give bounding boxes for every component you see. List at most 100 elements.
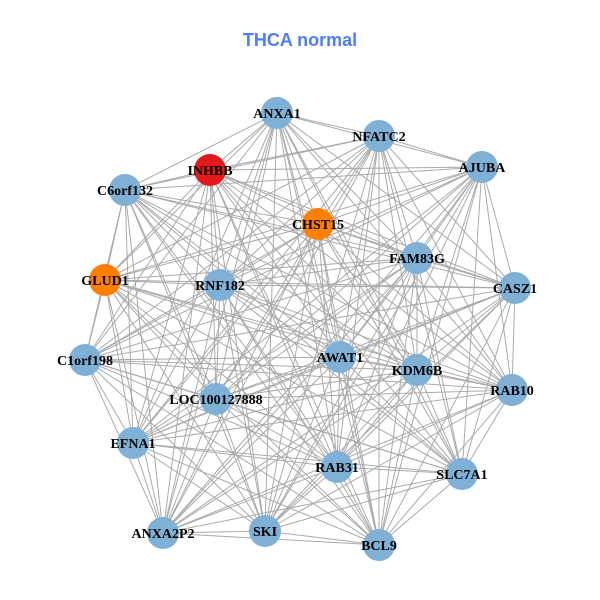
node-EFNA1[interactable]: EFNA1 — [110, 427, 156, 459]
node-SKI[interactable]: SKI — [249, 515, 281, 547]
node-circle[interactable] — [324, 341, 356, 373]
edge-RNF182-AWAT1 — [219, 284, 341, 358]
node-circle[interactable] — [446, 458, 478, 490]
edge-C6orf132-RAB10 — [124, 189, 513, 391]
node-circle[interactable] — [117, 427, 149, 459]
node-AWAT1[interactable]: AWAT1 — [317, 341, 363, 373]
edge-C1orf198-RAB10 — [84, 359, 513, 391]
edge-C6orf132-FAM83G — [124, 189, 418, 259]
edge-SLC7A1-SKI — [264, 473, 463, 532]
node-circle[interactable] — [363, 120, 395, 152]
edge-FAM83G-SLC7A1 — [416, 257, 463, 475]
node-LOC100127888[interactable]: LOC100127888 — [169, 383, 263, 415]
edge-GLUD1-RAB10 — [104, 279, 513, 391]
edge-INHBB-GLUD1 — [104, 169, 211, 281]
edge-C6orf132-RAB31 — [124, 189, 338, 468]
edge-LOC100127888-SKI — [215, 398, 266, 532]
edge-KDM6B-SKI — [264, 369, 418, 532]
node-BCL9[interactable]: BCL9 — [361, 529, 397, 561]
edge-INHBB-CASZ1 — [209, 169, 516, 289]
node-circle[interactable] — [363, 529, 395, 561]
node-FAM83G[interactable]: FAM83G — [389, 242, 445, 274]
node-circle[interactable] — [109, 174, 141, 206]
node-circle[interactable] — [401, 354, 433, 386]
node-INHBB[interactable]: INHBB — [187, 154, 233, 186]
edge-ANXA1-BCL9 — [276, 112, 380, 546]
edge-EFNA1-SKI — [132, 442, 266, 532]
node-RAB10[interactable]: RAB10 — [490, 374, 534, 406]
edge-GLUD1-CASZ1 — [104, 279, 516, 289]
node-C1orf198[interactable]: C1orf198 — [57, 344, 113, 376]
node-label: CASZ1 — [493, 282, 537, 297]
edge-C6orf132-EFNA1 — [124, 189, 134, 444]
edge-AJUBA-INHBB — [209, 166, 483, 171]
node-circle[interactable] — [194, 154, 226, 186]
node-CHST15[interactable]: CHST15 — [292, 208, 344, 240]
node-C6orf132[interactable]: C6orf132 — [97, 174, 153, 206]
node-circle[interactable] — [249, 515, 281, 547]
edge-INHBB-CHST15 — [209, 169, 319, 225]
edge-FAM83G-LOC100127888 — [215, 257, 418, 400]
edge-NFATC2-RAB31 — [336, 135, 380, 468]
edge-ANXA1-GLUD1 — [104, 112, 278, 281]
edge-NFATC2-C6orf132 — [124, 135, 380, 191]
edge-NFATC2-AWAT1 — [339, 135, 380, 358]
edge-C6orf132-LOC100127888 — [124, 189, 217, 400]
edge-NFATC2-CHST15 — [317, 135, 380, 225]
node-circle[interactable] — [147, 517, 179, 549]
node-SLC7A1[interactable]: SLC7A1 — [436, 458, 488, 490]
node-ANXA1[interactable]: ANXA1 — [253, 97, 301, 129]
node-circle[interactable] — [321, 451, 353, 483]
edge-ANXA2P2-SKI — [162, 530, 266, 534]
node-circle[interactable] — [200, 383, 232, 415]
edge-ANXA1-SKI — [264, 112, 278, 532]
edge-ANXA1-EFNA1 — [132, 112, 278, 444]
edge-GLUD1-BCL9 — [104, 279, 380, 546]
node-circle[interactable] — [302, 208, 334, 240]
node-circle[interactable] — [496, 374, 528, 406]
edge-CHST15-BCL9 — [317, 223, 380, 546]
edge-CHST15-GLUD1 — [104, 223, 319, 281]
node-CASZ1[interactable]: CASZ1 — [493, 272, 537, 304]
node-circle[interactable] — [466, 151, 498, 183]
node-label: RNF182 — [195, 279, 245, 294]
edge-AJUBA-SLC7A1 — [461, 166, 483, 475]
node-circle[interactable] — [401, 242, 433, 274]
edge-RAB10-RAB31 — [336, 389, 513, 468]
node-label: EFNA1 — [110, 437, 155, 452]
edge-RNF182-C1orf198 — [84, 284, 221, 361]
node-circle[interactable] — [499, 272, 531, 304]
edge-RNF182-LOC100127888 — [215, 284, 221, 400]
node-circle[interactable] — [89, 264, 121, 296]
node-label: KDM6B — [392, 364, 443, 379]
edge-FAM83G-AWAT1 — [339, 257, 418, 358]
edge-AJUBA-RNF182 — [219, 166, 483, 286]
node-circle[interactable] — [204, 269, 236, 301]
edge-CASZ1-EFNA1 — [132, 287, 516, 444]
edge-GLUD1-LOC100127888 — [104, 279, 217, 400]
edge-EFNA1-RAB31 — [132, 442, 338, 468]
node-RNF182[interactable]: RNF182 — [195, 269, 245, 301]
node-NFATC2[interactable]: NFATC2 — [352, 120, 406, 152]
node-label: RAB10 — [490, 384, 534, 399]
node-circle[interactable] — [261, 97, 293, 129]
edge-GLUD1-KDM6B — [104, 279, 418, 371]
edge-NFATC2-RAB10 — [378, 135, 513, 391]
node-ANXA2P2[interactable]: ANXA2P2 — [132, 517, 195, 549]
node-GLUD1[interactable]: GLUD1 — [81, 264, 129, 296]
node-KDM6B[interactable]: KDM6B — [392, 354, 443, 386]
edge-INHBB-ANXA2P2 — [162, 169, 211, 534]
edge-CASZ1-KDM6B — [416, 287, 516, 371]
node-label: INHBB — [187, 164, 232, 179]
edge-KDM6B-LOC100127888 — [215, 369, 418, 400]
edge-C6orf132-BCL9 — [124, 189, 380, 546]
edge-AWAT1-EFNA1 — [132, 356, 341, 444]
edge-NFATC2-C1orf198 — [84, 135, 380, 361]
edge-CASZ1-LOC100127888 — [215, 287, 516, 400]
node-AJUBA[interactable]: AJUBA — [459, 151, 507, 183]
node-RAB31[interactable]: RAB31 — [315, 451, 359, 483]
edge-CASZ1-SLC7A1 — [461, 287, 516, 475]
node-circle[interactable] — [69, 344, 101, 376]
edge-RAB10-SKI — [264, 389, 513, 532]
edge-NFATC2-KDM6B — [378, 135, 418, 371]
